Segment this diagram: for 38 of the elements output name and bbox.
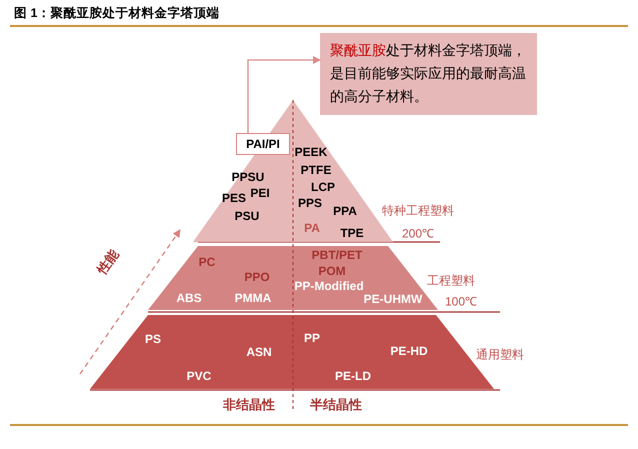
- arrow: [247, 56, 321, 133]
- material-label: PMMA: [234, 291, 272, 305]
- material-label: PE-LD: [335, 369, 371, 383]
- material-label: PPO: [244, 270, 270, 284]
- material-label: PP: [304, 331, 320, 345]
- tier-label: 特种工程塑料: [382, 202, 454, 220]
- column-label: 半结晶性: [310, 396, 362, 414]
- material-label: PSU: [234, 209, 260, 223]
- material-label: PES: [222, 191, 246, 205]
- material-label: PPSU: [232, 170, 264, 184]
- material-label: PTFE: [300, 163, 332, 177]
- tier-label: 200℃: [402, 226, 434, 242]
- material-label: ASN: [246, 345, 272, 359]
- material-label: PE-UHMW: [364, 292, 422, 306]
- material-label: LCP: [311, 180, 335, 194]
- material-label: PC: [198, 255, 216, 269]
- material-label: PP-Modified: [294, 279, 364, 293]
- column-label: 非结晶性: [223, 396, 275, 414]
- material-label: TPE: [340, 226, 364, 240]
- material-label: ABS: [176, 291, 202, 305]
- tier-label: 工程塑料: [427, 272, 475, 290]
- material-label: PA: [304, 221, 320, 235]
- material-label: PBT/PET: [312, 248, 362, 262]
- material-label: PE-HD: [390, 344, 428, 358]
- material-label: PEI: [250, 186, 270, 200]
- title: 图 1：聚酰亚胺处于材料金字塔顶端: [14, 5, 220, 22]
- material-label: POM: [318, 264, 346, 278]
- material-label: PS: [145, 332, 161, 346]
- tier-label: 通用塑料: [476, 346, 524, 364]
- material-box: PAI/PI: [236, 133, 290, 155]
- pyramid-tier: [148, 246, 438, 310]
- axis-label: 性能: [93, 246, 122, 278]
- material-label: PPA: [333, 204, 357, 218]
- material-label: PVC: [186, 369, 212, 383]
- material-label: PPS: [298, 196, 322, 210]
- callout-box: 聚酰亚胺处于材料金字塔顶端，是目前能够实际应用的最耐高温的高分子材料。: [320, 33, 537, 115]
- tier-label: 100℃: [444, 294, 478, 310]
- material-label: PEEK: [294, 145, 328, 159]
